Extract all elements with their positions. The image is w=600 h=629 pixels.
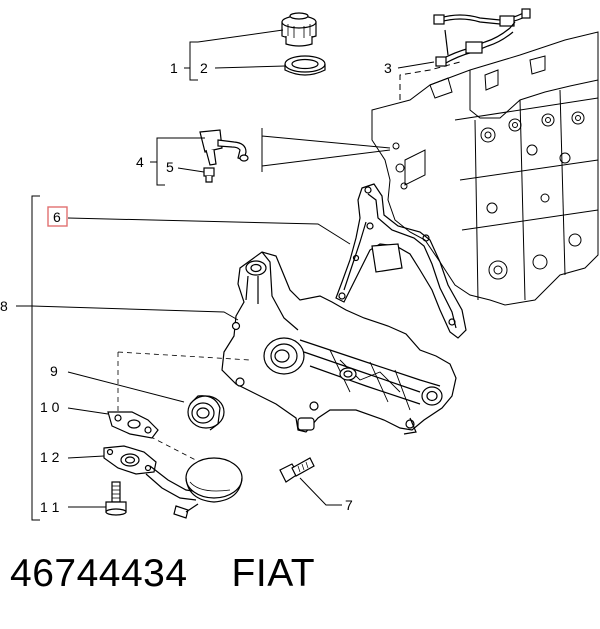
callout-10: 1 0 — [40, 399, 60, 415]
leader-lines — [16, 29, 435, 521]
sensor-bracket-drawing — [199, 129, 249, 166]
callout-2: 2 — [200, 60, 208, 76]
part-footer: 46744434 FIAT — [10, 552, 315, 608]
callout-8: 8 — [0, 298, 8, 314]
callout-6: 6 — [53, 209, 61, 225]
engine-block-drawing — [371, 31, 599, 306]
callout-9: 9 — [50, 363, 58, 379]
part-number: 46744434 — [10, 552, 188, 595]
callout-12: 1 2 — [40, 449, 60, 465]
bolt-drawing — [105, 481, 127, 516]
callout-7: 7 — [345, 497, 353, 513]
filler-cap-seal-drawing — [284, 55, 326, 76]
screw-drawing — [279, 457, 315, 483]
sensor-screw-drawing — [203, 167, 215, 183]
oil-pickup-strainer-drawing — [103, 445, 243, 519]
callout-3: 3 — [384, 60, 392, 76]
wiring-harness-drawing — [433, 8, 531, 67]
oil-filler-cap-drawing — [281, 12, 317, 47]
oil-seal-drawing — [187, 395, 225, 431]
callout-4: 4 — [136, 154, 144, 170]
callout-5: 5 — [166, 159, 174, 175]
oil-pump-housing-drawing — [221, 251, 457, 435]
gasket-drawing — [335, 183, 467, 339]
callout-1: 1 — [170, 60, 178, 76]
callout-6-highlight — [47, 206, 68, 227]
brand-name: FIAT — [231, 552, 316, 595]
flange-gasket-drawing — [107, 411, 159, 439]
callout-11: 1 1 — [40, 499, 60, 515]
